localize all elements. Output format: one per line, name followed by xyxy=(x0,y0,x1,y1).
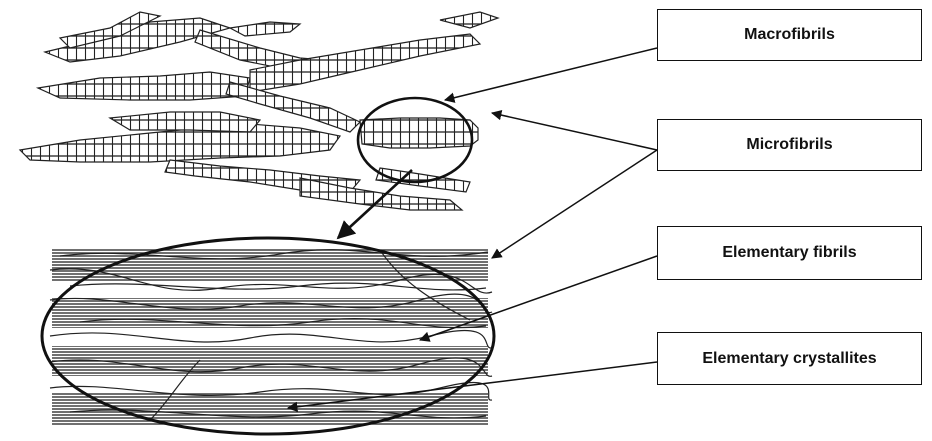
macrofibrils-label-text: Macrofibrils xyxy=(744,26,835,44)
elementary-fibrils-label-text: Elementary fibrils xyxy=(722,244,856,262)
macrofibrils-label: Macrofibrils xyxy=(657,9,922,61)
elementary-fibril-field xyxy=(50,248,492,426)
macrofibrils-arrow xyxy=(445,48,657,100)
elementary-fibrils-label: Elementary fibrils xyxy=(657,226,922,280)
elementary-crystallites-label: Elementary crystallites xyxy=(657,332,922,385)
microfibrils-arrow-top xyxy=(492,113,657,150)
microfibrils-arrow-bottom xyxy=(492,150,657,258)
elementary-crystallites-label-text: Elementary crystallites xyxy=(702,350,876,368)
microfibrils-label: Microfibrils xyxy=(657,119,922,171)
microfibrils-label-text: Microfibrils xyxy=(746,136,832,154)
